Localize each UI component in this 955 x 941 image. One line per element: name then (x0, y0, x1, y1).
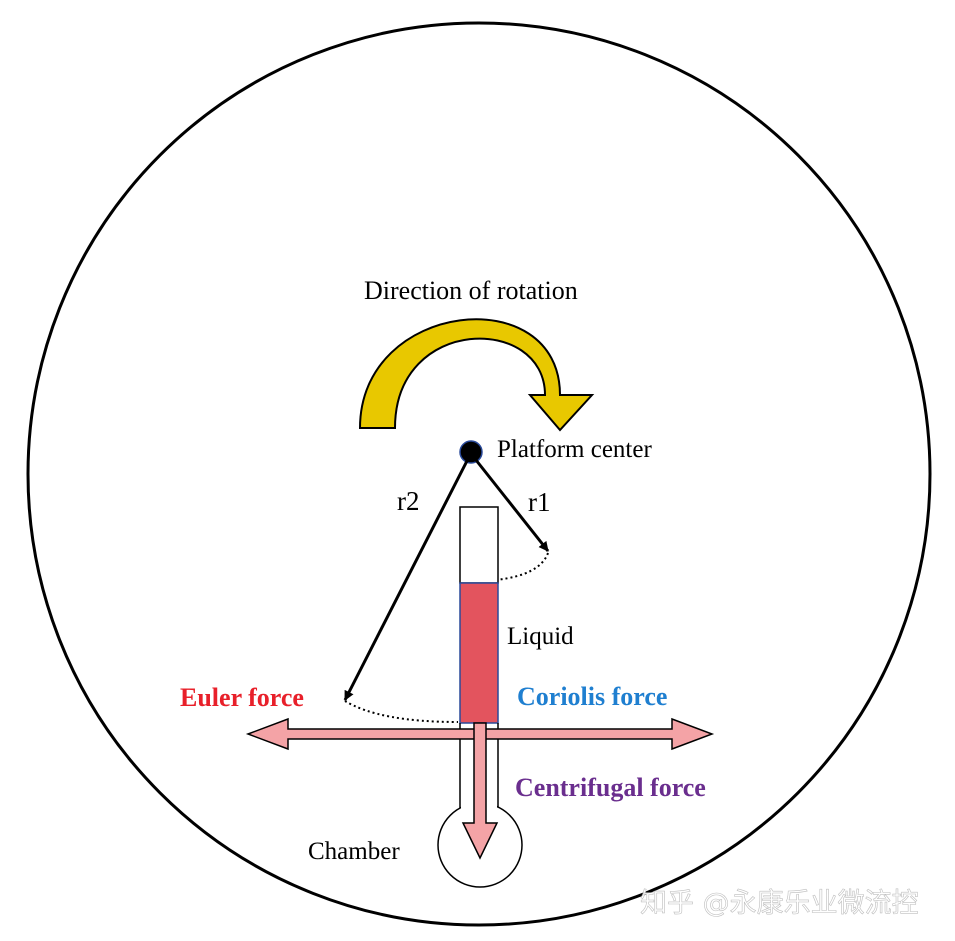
platform-disk (26, 21, 932, 927)
coriolis-force-label: Coriolis force (517, 682, 667, 711)
liquid-column (459, 582, 499, 724)
platform-center-dot (459, 440, 483, 464)
chamber-label: Chamber (308, 838, 400, 865)
channel-empty (459, 506, 499, 584)
r2-dotted-arc (344, 700, 459, 723)
rotation-arrow-icon (358, 318, 595, 432)
euler-force-label: Euler force (180, 683, 304, 712)
r2-label: r2 (397, 486, 420, 516)
r1-arrow (470, 454, 550, 552)
r2-arrow (343, 454, 472, 701)
direction-label: Direction of rotation (364, 276, 578, 305)
centrifugal-force-arrow (461, 722, 499, 860)
watermark-text: 知乎 @永康乐业微流控 (640, 888, 919, 919)
centrifugal-force-label: Centrifugal force (515, 773, 706, 802)
liquid-label: Liquid (507, 623, 574, 650)
platform-center-label: Platform center (497, 436, 652, 463)
r1-label: r1 (528, 487, 551, 517)
r1-dotted-arc (495, 552, 549, 581)
